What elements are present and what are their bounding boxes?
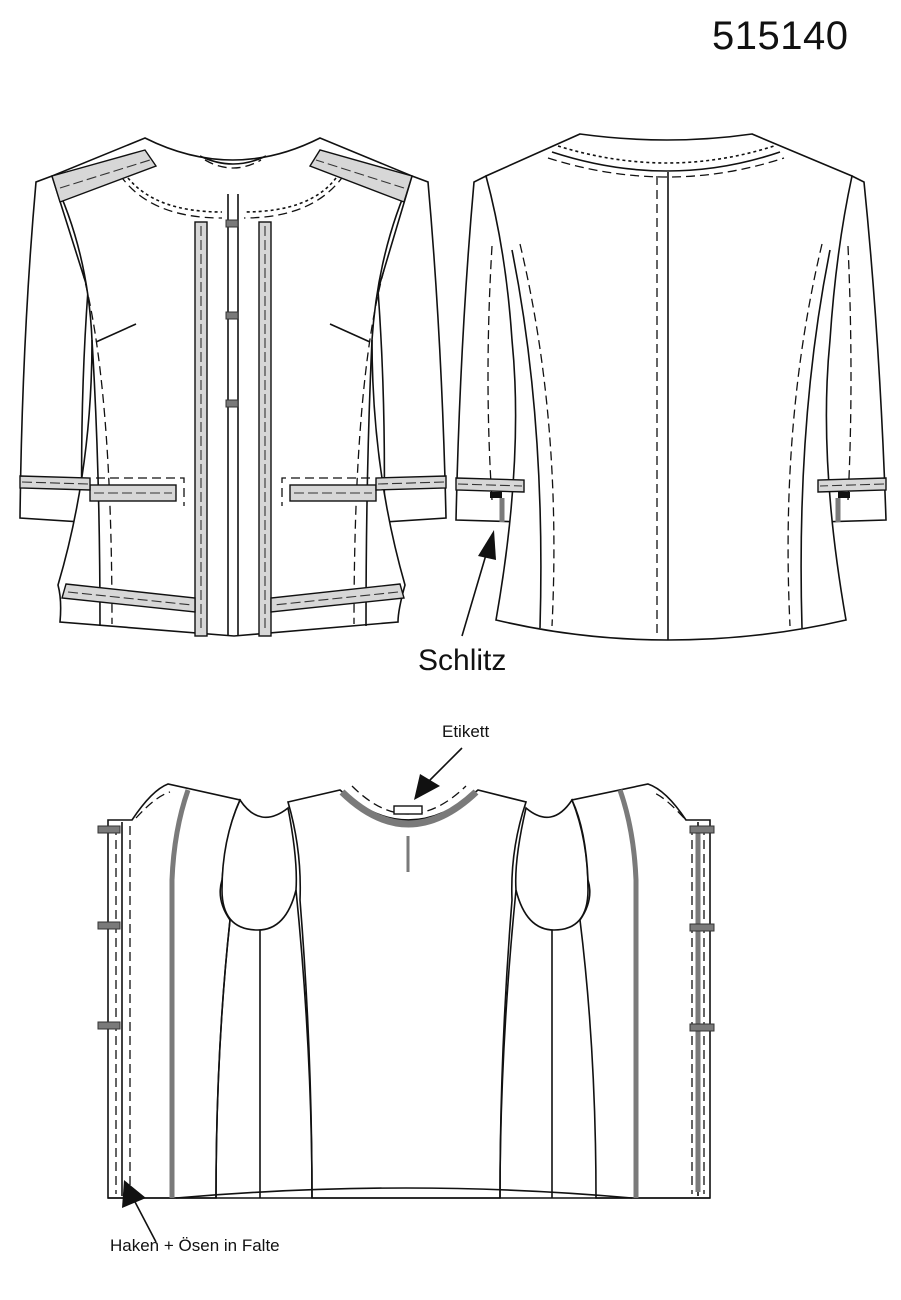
eye-icon [689, 825, 715, 834]
back-view [455, 133, 887, 641]
inside-left-facing-stripe [169, 789, 191, 1198]
inside-right-facing-stripe [617, 789, 639, 1198]
label-tag [393, 805, 423, 815]
hook-icon [97, 921, 121, 930]
front-left-pocket-tape [89, 484, 177, 502]
back-body [485, 133, 853, 641]
inside-view [97, 747, 715, 1243]
front-left-shoulder-tape [51, 149, 158, 203]
front-right-shoulder-tape [308, 149, 413, 203]
slit-label: Schlitz [418, 644, 507, 677]
inside-right-front-piece [570, 783, 711, 1199]
model-number: 515140 [712, 14, 849, 58]
inside-left-armhole [221, 798, 298, 931]
front-right-sleeve [377, 174, 447, 523]
slit-arrow-icon [478, 530, 496, 560]
eye-icon [689, 1023, 715, 1032]
hook-icon [97, 1021, 121, 1030]
front-body [50, 137, 414, 637]
front-left-sleeve [19, 174, 89, 523]
label-tag-label: Etikett [442, 722, 490, 741]
eye-icon [689, 923, 715, 932]
front-right-pocket-tape [289, 484, 377, 502]
hooks-and-eyes-label: Haken + Ösen in Falte [110, 1236, 280, 1255]
front-view [19, 137, 447, 637]
hooks-arrow-icon [122, 1180, 146, 1208]
hook-icon [97, 825, 121, 834]
label-tag-arrow-icon [414, 774, 440, 800]
inside-right-armhole [514, 798, 589, 931]
